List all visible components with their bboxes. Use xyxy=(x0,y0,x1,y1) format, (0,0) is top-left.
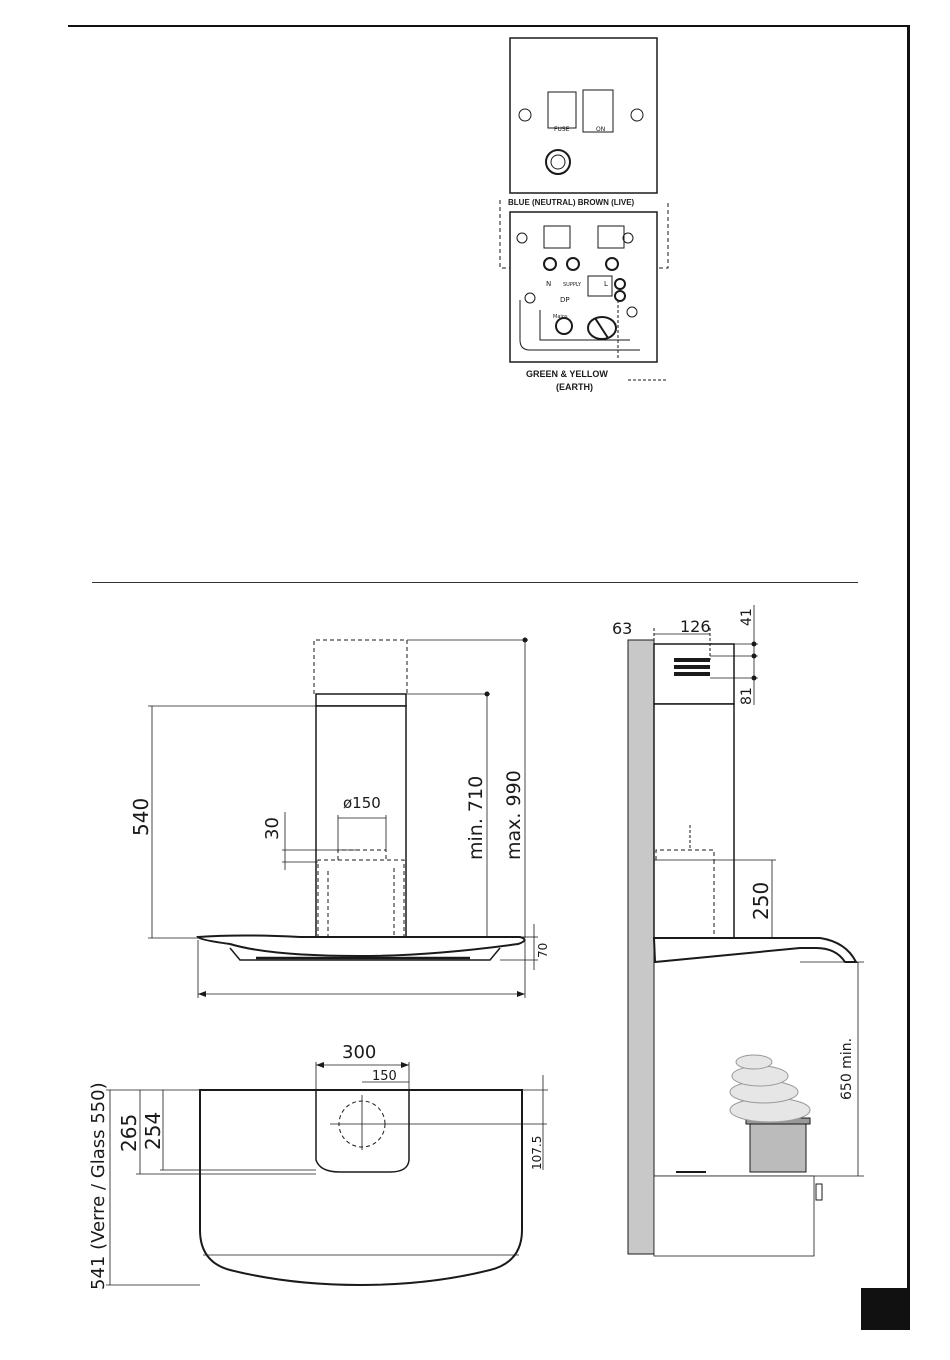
terminal-n-label: N xyxy=(546,280,551,288)
dim-300-label: 300 xyxy=(342,1042,376,1063)
terminal-l-label: L xyxy=(604,280,608,288)
on-label: ON xyxy=(596,126,605,133)
dim-70-label: 70 xyxy=(536,943,550,958)
dim-265-label: 265 xyxy=(117,1114,141,1152)
dim-150-label: 150 xyxy=(372,1069,397,1084)
neutral-live-label: BLUE (NEUTRAL) BROWN (LIVE) xyxy=(508,198,635,207)
dim-541-label: 541 (Verre / Glass 550) xyxy=(88,1082,109,1290)
dim-41-label: 41 xyxy=(739,608,755,626)
dim-126-label: 126 xyxy=(680,617,711,636)
switch-backbox: N SUPPLY L DP Mains xyxy=(500,200,668,362)
earth-label-line2: (EARTH) xyxy=(556,382,593,392)
terminal-mains-label: Mains xyxy=(553,314,568,320)
dim-540-label: 540 xyxy=(129,798,153,836)
dim-254-label: 254 xyxy=(141,1112,165,1150)
cooking-pot-icon xyxy=(746,1118,810,1172)
earth-label-line1: GREEN & YELLOW xyxy=(526,369,608,379)
dim-81-label: 81 xyxy=(739,687,755,705)
steam-icon xyxy=(730,1055,810,1122)
dim-63-label: 63 xyxy=(612,619,632,638)
duct-diameter-label: ø150 xyxy=(343,794,381,812)
dim-30-label: 30 xyxy=(262,817,283,840)
dim-250-label: 250 xyxy=(749,882,773,920)
terminal-supply-label: SUPPLY xyxy=(563,282,582,288)
dim-max-990-label: max. 990 xyxy=(503,770,525,860)
vent-grille-icon xyxy=(674,658,710,676)
dim-min-710-label: min. 710 xyxy=(465,776,487,860)
wall xyxy=(628,640,654,1254)
dim-107-5-label: 107.5 xyxy=(530,1136,544,1170)
front-view: ø150 30 540 min. 710 max. 990 70 xyxy=(129,638,550,999)
top-view: 300 150 265 254 541 (Verre / Glass 550) … xyxy=(88,1042,548,1290)
terminal-dp-label: DP xyxy=(560,296,570,304)
switch-plate: FUSE ON xyxy=(510,38,657,193)
side-view: 250 63 126 41 81 650 min. xyxy=(612,605,864,1256)
dim-650-label: 650 min. xyxy=(839,1038,855,1100)
fuse-label: FUSE xyxy=(554,126,570,133)
